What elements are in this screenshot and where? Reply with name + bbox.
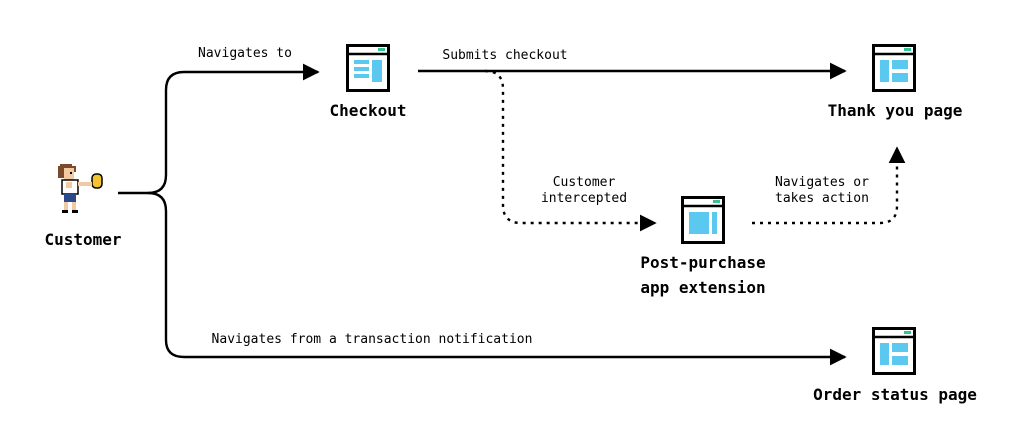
thank-you-page-icon (872, 44, 916, 92)
post-purchase-label-line1: Post-purchase (640, 253, 765, 272)
order-status-page-icon (872, 327, 916, 375)
edge-customer-to-order-status (147, 191, 847, 366)
edge-label-customer-intercepted-2: intercepted (541, 191, 627, 206)
edge-post-purchase-to-thank-you (752, 146, 906, 225)
edge-label-takes-action: takes action (775, 191, 869, 206)
edge-label-submits-checkout: Submits checkout (442, 48, 567, 63)
edge-checkout-to-post-purchase (484, 69, 657, 232)
edge-customer-to-checkout (118, 63, 320, 195)
checkout-page-icon (346, 44, 390, 92)
edge-label-from-notification: Navigates from a transaction notificatio… (212, 332, 533, 347)
customer-label: Customer (44, 230, 121, 249)
post-purchase-page-icon (681, 196, 725, 244)
checkout-label: Checkout (329, 101, 406, 120)
edge-label-navigates-or: Navigates or (775, 175, 869, 190)
order-status-label: Order status page (813, 385, 977, 404)
post-purchase-label-line2: app extension (640, 278, 765, 297)
thank-you-label: Thank you page (828, 101, 963, 120)
edge-label-navigates-to: Navigates to (198, 46, 292, 61)
edge-label-customer-intercepted-1: Customer (553, 175, 616, 190)
customer-avatar-icon (58, 164, 103, 213)
